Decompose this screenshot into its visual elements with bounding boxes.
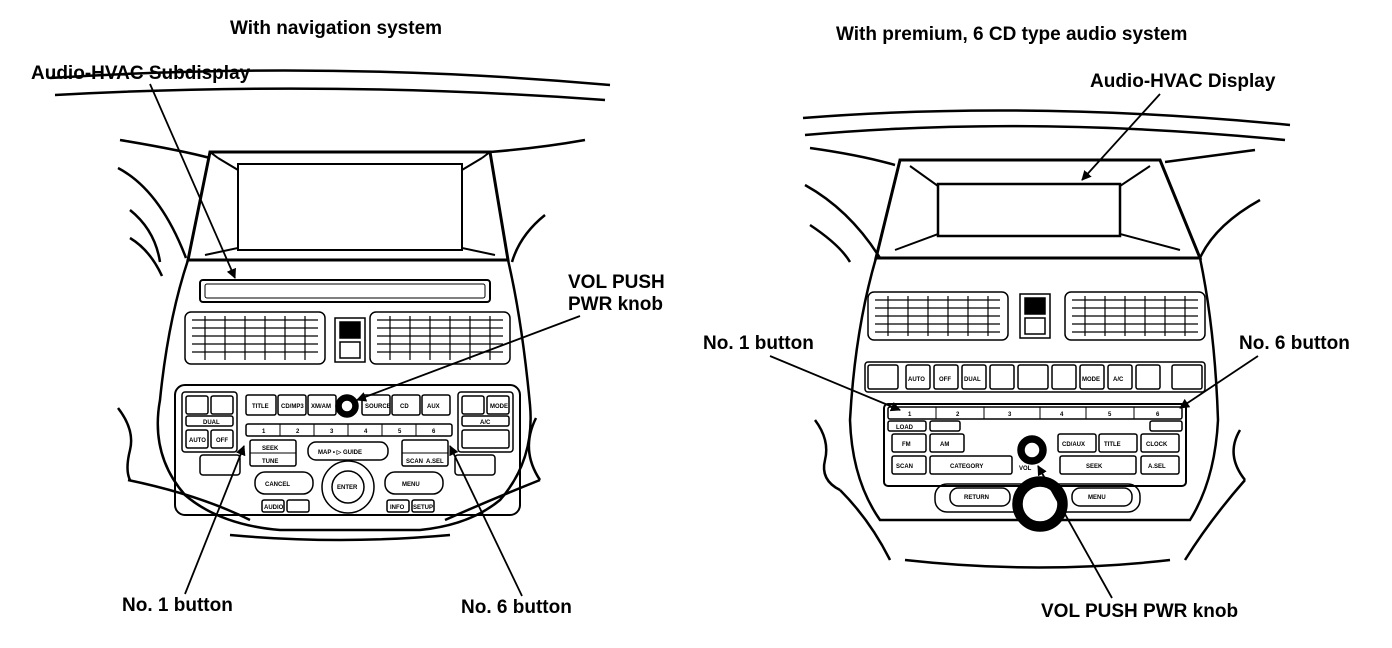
audio-control-panel	[174, 384, 521, 516]
enter-button[interactable]: ENTER	[337, 485, 358, 491]
nav-dashboard-diagram: TITLE CD/MP3 XM/AM SOURCE CD AUX MODE DU…	[49, 69, 611, 597]
title-button-right[interactable]: TITLE	[1104, 442, 1121, 448]
no1-arrow-right	[769, 355, 901, 412]
display-callout: Audio-HVAC Display	[1090, 71, 1276, 92]
no1-arrow-left	[184, 445, 246, 595]
off-button-right[interactable]: OFF	[939, 377, 951, 383]
preset-5-button[interactable]: 5	[398, 429, 402, 435]
auto-button[interactable]: AUTO	[189, 438, 206, 444]
audio-hvac-display	[936, 182, 1122, 238]
preset-3-button[interactable]: 3	[330, 429, 334, 435]
preset-4-button-right[interactable]: 4	[1060, 412, 1064, 418]
title-button[interactable]: TITLE	[252, 404, 269, 410]
no1-button-callout-right: No. 1 button	[703, 333, 814, 354]
ac-button-right[interactable]: A/C	[1113, 377, 1124, 383]
air-vents-right	[867, 291, 1206, 341]
center-console	[156, 258, 532, 532]
load-button[interactable]: LOAD	[896, 425, 914, 431]
preset-5-button-right[interactable]: 5	[1108, 412, 1112, 418]
right-callout-arrows	[769, 93, 1259, 599]
fm-button[interactable]: FM	[902, 442, 911, 448]
audio-button[interactable]: AUDIO	[264, 505, 284, 511]
audio-control-panel-right	[883, 403, 1187, 532]
mode-button-right[interactable]: MODE	[1082, 377, 1100, 383]
off-button[interactable]: OFF	[216, 438, 228, 444]
mode-button[interactable]: MODE	[490, 404, 508, 410]
preset-3-button-right[interactable]: 3	[1008, 412, 1012, 418]
hvac-button-row	[864, 361, 1206, 393]
dual-button-right[interactable]: DUAL	[964, 377, 981, 383]
tune-button[interactable]: TUNE	[262, 459, 278, 465]
dashboard-outline-right	[802, 109, 1291, 569]
preset-2-button[interactable]: 2	[296, 429, 300, 435]
dual-button[interactable]: DUAL	[203, 420, 220, 426]
vol-knob-arrow-right	[1037, 465, 1113, 599]
preset-4-button[interactable]: 4	[364, 429, 368, 435]
preset-2-button-right[interactable]: 2	[956, 412, 960, 418]
aux-button[interactable]: AUX	[427, 404, 440, 410]
a-sel-button[interactable]: A.SEL	[426, 459, 444, 465]
a-sel-button-right[interactable]: A.SEL	[1148, 464, 1166, 470]
category-button[interactable]: CATEGORY	[950, 464, 983, 470]
preset-1-button-right[interactable]: 1	[908, 412, 912, 418]
menu-button-right[interactable]: MENU	[1088, 495, 1106, 501]
cd-button[interactable]: CD	[400, 404, 409, 410]
display-housing	[874, 158, 1203, 260]
left-panel-title: With navigation system	[230, 18, 443, 39]
xm-am-button[interactable]: XM/AM	[311, 404, 331, 410]
cd-mp3-button[interactable]: CD/MP3	[281, 404, 304, 410]
display-arrow	[1081, 93, 1161, 181]
subdisplay-arrow	[149, 83, 236, 279]
interface-dial	[321, 460, 375, 514]
cd-aux-button[interactable]: CD/AUX	[1062, 442, 1085, 448]
clock-button[interactable]: CLOCK	[1146, 442, 1168, 448]
no1-button-callout-left: No. 1 button	[122, 595, 233, 616]
seek-button[interactable]: SEEK	[262, 446, 279, 452]
vol-push-pwr-knob-right	[1017, 435, 1047, 465]
ac-button[interactable]: A/C	[480, 420, 491, 426]
vol-knob-callout-line2: PWR knob	[568, 294, 663, 315]
no6-button-callout-left: No. 6 button	[461, 597, 572, 618]
vol-label: VOL	[1019, 466, 1032, 472]
interface-dial-right	[1012, 476, 1068, 532]
am-button[interactable]: AM	[940, 442, 949, 448]
vol-knob-callout-line1: VOL PUSH	[568, 272, 665, 293]
preset-1-button[interactable]: 1	[262, 429, 266, 435]
nav-screen	[186, 150, 510, 262]
air-vents	[184, 311, 511, 365]
auto-button-right[interactable]: AUTO	[908, 377, 925, 383]
return-button[interactable]: RETURN	[964, 495, 989, 501]
seek-button-right[interactable]: SEEK	[1086, 464, 1103, 470]
info-button[interactable]: INFO	[390, 505, 405, 511]
dashboard-outline	[49, 69, 611, 542]
no6-arrow-left	[449, 445, 523, 597]
scan-button-right[interactable]: SCAN	[896, 464, 913, 470]
preset-6-button[interactable]: 6	[432, 429, 436, 435]
left-button-labels: TITLE CD/MP3 XM/AM SOURCE CD AUX MODE DU…	[189, 404, 508, 511]
left-callout-arrows	[149, 83, 581, 597]
preset-6-button-right[interactable]: 6	[1156, 412, 1160, 418]
right-panel-title: With premium, 6 CD type audio system	[836, 24, 1188, 45]
no6-button-callout-right: No. 6 button	[1239, 333, 1350, 354]
right-button-labels: AUTO OFF DUAL MODE A/C 1 2 3 4 5 6 LOAD …	[896, 377, 1168, 501]
audio-hvac-subdisplay	[199, 279, 491, 303]
vol-knob-callout-right: VOL PUSH PWR knob	[1041, 601, 1239, 622]
setup-button[interactable]: SETUP	[413, 505, 433, 511]
cancel-button[interactable]: CANCEL	[265, 482, 290, 488]
no6-arrow-right	[1179, 355, 1259, 409]
map-guide-button[interactable]: MAP • ▷ GUIDE	[318, 449, 362, 456]
source-button[interactable]: SOURCE	[365, 404, 391, 410]
scan-button[interactable]: SCAN	[406, 459, 423, 465]
center-console-right	[848, 256, 1220, 522]
vol-knob-arrow-left	[356, 315, 581, 402]
menu-button[interactable]: MENU	[402, 482, 420, 488]
